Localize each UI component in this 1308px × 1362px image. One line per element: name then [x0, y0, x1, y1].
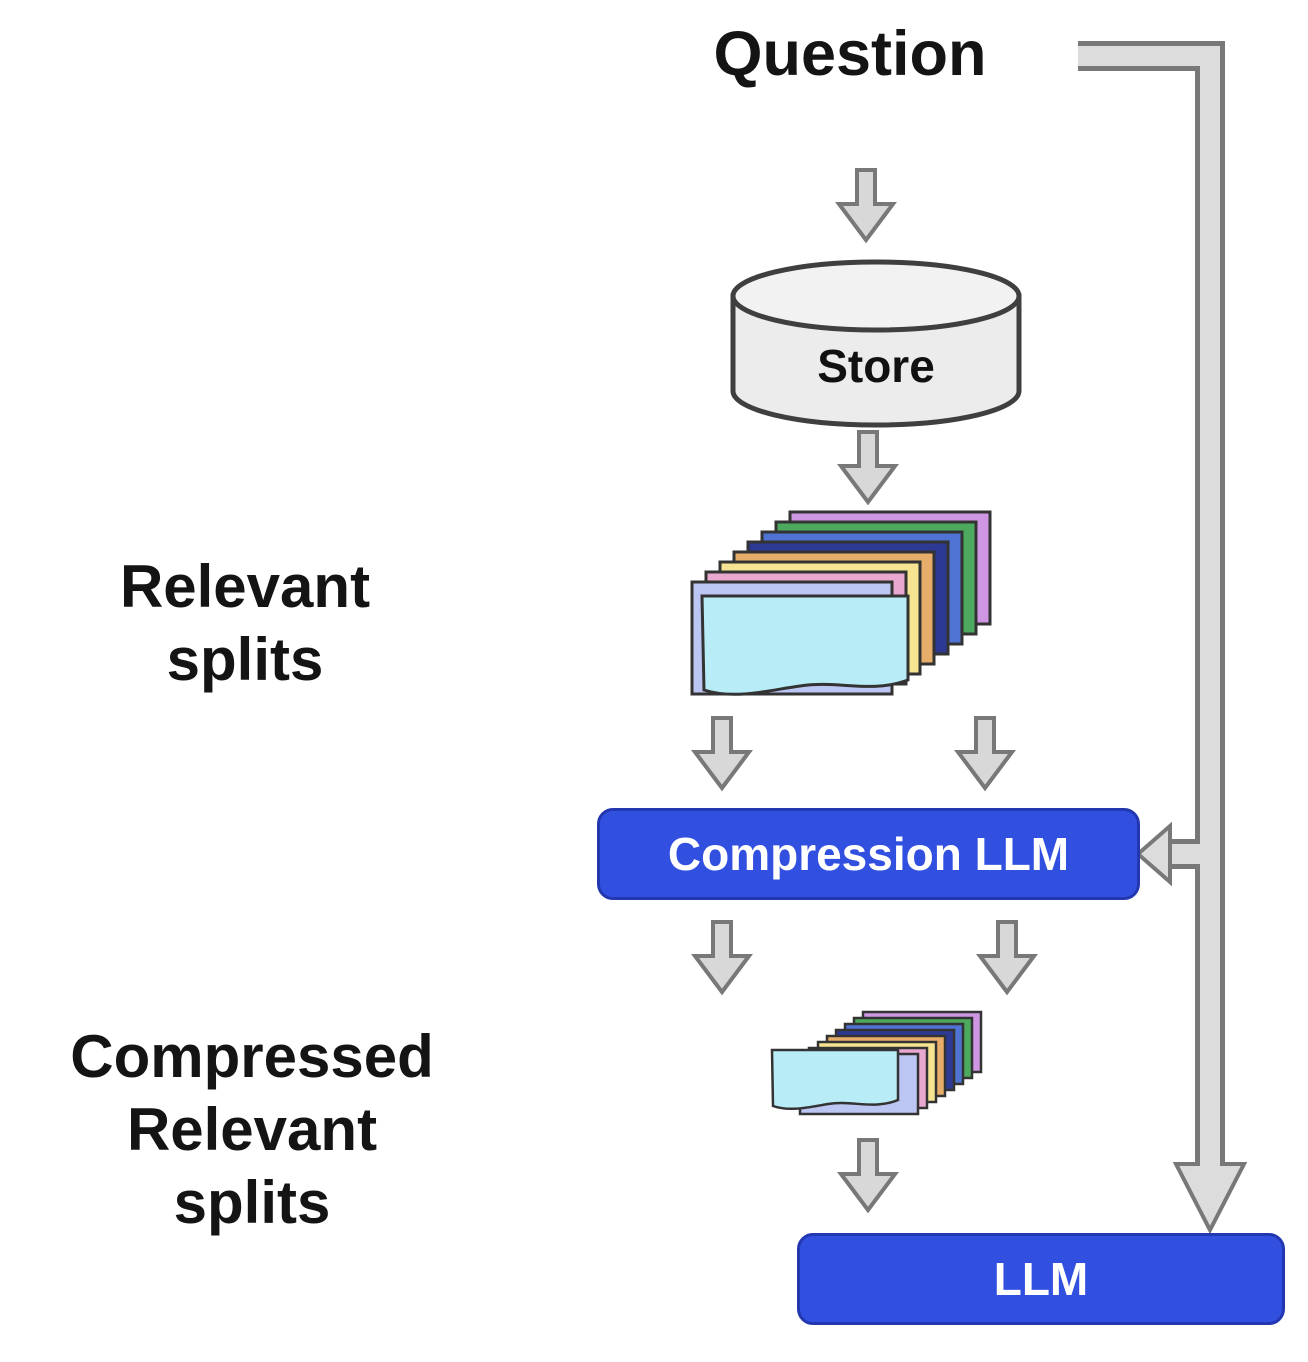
- cylinder-body: [730, 293, 1022, 428]
- front-doc-sheet: [700, 594, 910, 696]
- relevant-splits-label: Relevant splits: [119, 553, 371, 694]
- arrow-down-icon: [978, 920, 1036, 994]
- arrow-down-icon: [839, 430, 897, 504]
- llm-label: LLM: [993, 1253, 1089, 1305]
- compressed-splits-stack: [770, 1010, 983, 1116]
- front-doc-sheet: [770, 1048, 900, 1111]
- compression-llm-label: Compression LLM: [667, 828, 1070, 880]
- connector-fill: [1078, 46, 1220, 1166]
- question-bypass-connector: [1078, 41, 1248, 1235]
- arrow-down-icon: [837, 168, 895, 242]
- relevant-splits-stack: [690, 510, 992, 696]
- arrow-down-icon: [956, 716, 1014, 790]
- compressed-relevant-splits-label: Compressed Relevant splits: [70, 1023, 434, 1237]
- question-label: Question: [713, 19, 987, 89]
- connector-outline: [1078, 41, 1225, 1166]
- arrowhead-left-icon: [1134, 821, 1172, 887]
- arrow-down-icon: [839, 1138, 897, 1212]
- llm-node: LLM: [797, 1233, 1285, 1325]
- cylinder-top: [730, 259, 1022, 333]
- compression-llm-node: Compression LLM: [597, 808, 1140, 900]
- store-cylinder: Store: [730, 259, 1022, 428]
- arrow-down-icon: [693, 716, 751, 790]
- arrowhead-down-icon: [1172, 1162, 1248, 1235]
- store-label: Store: [817, 340, 935, 392]
- arrow-down-icon: [693, 920, 751, 994]
